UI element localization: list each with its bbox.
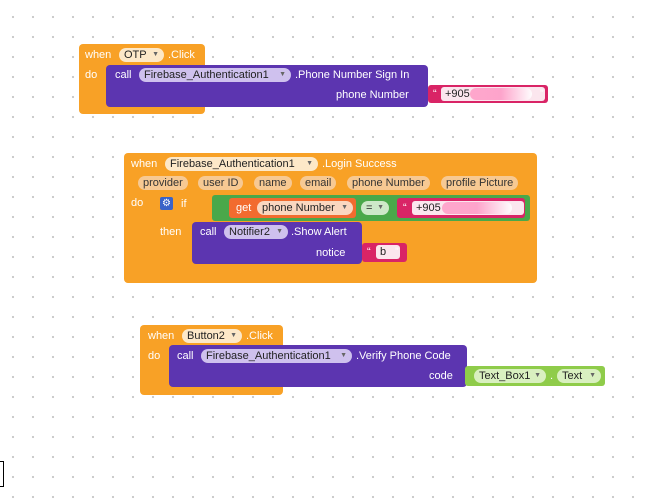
method-label: .Phone Number Sign In (295, 69, 410, 81)
call-label: call (177, 350, 194, 362)
chevron-down-icon: ▼ (230, 332, 237, 339)
param-chip-user-id[interactable]: user ID (198, 176, 244, 190)
call-label: call (115, 69, 132, 81)
chevron-down-icon: ▼ (279, 71, 286, 78)
dot-label: . (550, 370, 554, 382)
chevron-down-icon: ▼ (534, 372, 541, 379)
param-chip-profile-picture[interactable]: profile Picture (441, 176, 519, 190)
event-name-label: .Click (246, 330, 273, 342)
chevron-down-icon: ▼ (306, 160, 313, 167)
redacted-blur (442, 202, 512, 214)
workspace-corner-frame[interactable] (0, 461, 4, 487)
callee-dropdown-notifier2[interactable]: Notifier2▼ (224, 225, 288, 239)
param-chip-email[interactable]: email (300, 176, 337, 190)
param-chip-provider[interactable]: provider (138, 176, 188, 190)
event-name-label: .Login Success (322, 158, 397, 170)
callee-dropdown-firebase[interactable]: Firebase_Authentication1▼ (139, 68, 291, 82)
open-quote-icon: “ (403, 202, 407, 214)
method-label: .Show Alert (291, 226, 347, 238)
chevron-down-icon: ▼ (589, 372, 596, 379)
open-quote-icon: “ (433, 88, 437, 100)
when-label: when (131, 158, 158, 170)
close-quote-icon: ” (395, 246, 399, 258)
param-label-notice: notice (316, 247, 346, 259)
component-dropdown-textbox[interactable]: Text_Box1▼ (474, 369, 546, 383)
open-quote-icon: “ (367, 246, 371, 258)
operator-dropdown[interactable]: =▼ (361, 201, 389, 215)
close-quote-icon: ” (540, 88, 544, 100)
when-label: when (148, 330, 175, 342)
if-label: if (181, 198, 187, 210)
chevron-down-icon: ▼ (377, 204, 384, 211)
param-label-code: code (429, 370, 453, 382)
notice-value[interactable]: b (376, 245, 400, 259)
chevron-down-icon: ▼ (152, 51, 159, 58)
callee-dropdown-firebase[interactable]: Firebase_Authentication1▼ (201, 349, 352, 363)
do-label: do (148, 350, 161, 362)
component-dropdown-button2[interactable]: Button2▼ (182, 329, 242, 343)
get-label: get (236, 202, 252, 214)
then-label: then (160, 226, 182, 238)
param-chip-phone-number[interactable]: phone Number (347, 176, 430, 190)
chevron-down-icon: ▼ (341, 204, 348, 211)
param-label-phone-number: phone Number (336, 89, 409, 101)
redacted-blur (470, 88, 532, 100)
chevron-down-icon: ▼ (276, 228, 283, 235)
when-label: when (85, 49, 112, 61)
property-dropdown-text[interactable]: Text▼ (557, 369, 601, 383)
variable-dropdown-phone-number[interactable]: phone Number▼ (257, 201, 353, 215)
method-label: .Verify Phone Code (356, 350, 451, 362)
component-dropdown-otp[interactable]: OTP▼ (119, 48, 164, 62)
component-dropdown-firebase[interactable]: Firebase_Authentication1▼ (165, 157, 318, 171)
do-label: do (131, 197, 144, 209)
gear-icon[interactable]: ⚙ (160, 197, 173, 210)
call-label: call (200, 226, 217, 238)
do-label: do (85, 69, 98, 81)
chevron-down-icon: ▼ (340, 352, 347, 359)
param-chip-name[interactable]: name (254, 176, 292, 190)
event-name-label: .Click (168, 49, 195, 61)
